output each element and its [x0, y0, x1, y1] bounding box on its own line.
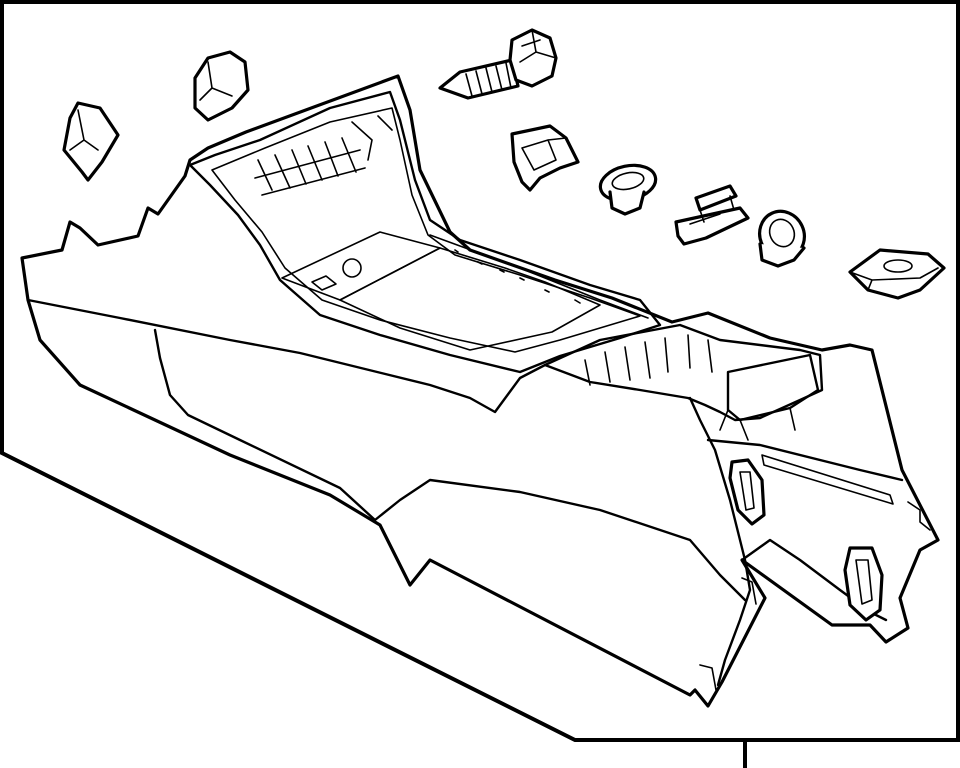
console-front-panel-contour	[153, 328, 747, 602]
clip-left-outline	[62, 101, 120, 182]
console-top-tray-rim	[188, 90, 662, 374]
bracket-clip-detail	[521, 137, 567, 171]
bracket-clip-outline	[510, 124, 580, 192]
console-tray-ledge	[429, 234, 649, 319]
console-tray-hole	[342, 258, 362, 278]
retainer-clip	[674, 184, 750, 246]
diagram-frame	[0, 0, 960, 742]
nut-clip-outline	[848, 248, 946, 300]
console-tray-rail-holes	[454, 249, 581, 304]
retainer-clip-base	[674, 206, 750, 246]
side-panel-groove	[761, 454, 894, 505]
screw-threads	[465, 62, 512, 97]
nut-clip-detail	[849, 267, 939, 291]
retainer-clip-detail	[689, 195, 735, 225]
grommet-upper-hole	[611, 171, 645, 191]
console-rear-compartment-ribs	[584, 334, 713, 386]
clip-upper-outline	[193, 50, 250, 122]
grommet-upper	[598, 163, 658, 216]
grommet-lower	[758, 209, 806, 268]
console-body-outline	[20, 74, 940, 708]
side-panel-slot-upper-inner	[739, 471, 755, 511]
clip-upper-detail	[199, 61, 233, 101]
side-panel-slot-lower-inner	[855, 559, 873, 605]
console-tray-square-slot	[311, 275, 337, 291]
side-panel-tabs	[699, 501, 931, 691]
grommet-lower-hole	[768, 218, 796, 248]
clip-upper	[193, 50, 250, 122]
screw	[438, 28, 558, 100]
console-front-rear-edge	[688, 396, 752, 687]
console-body	[20, 74, 940, 708]
nut-clip	[848, 248, 946, 300]
side-panel-slot-lower	[843, 546, 884, 622]
console-tray-ribs	[254, 115, 393, 196]
console-side-panel	[699, 438, 931, 691]
grommet-lower-body	[758, 242, 806, 268]
console-tray-floor-right	[339, 247, 601, 351]
console-lower-front-curve	[39, 339, 331, 496]
screw-head	[508, 28, 558, 88]
nut-clip-hole	[883, 259, 913, 273]
clip-left-detail	[69, 109, 99, 151]
console-top-tray-inner-rim	[211, 107, 641, 353]
side-panel-slot-upper	[728, 458, 766, 526]
bracket-clip	[510, 124, 580, 192]
console-rear-tray-lip-detail	[719, 407, 796, 441]
screw-head-facets	[519, 29, 557, 63]
clip-left	[62, 101, 120, 182]
retainer-clip-top	[694, 184, 738, 212]
console-rear-compartment	[543, 323, 824, 422]
grommet-upper-body	[608, 190, 646, 216]
side-panel-inner-edge	[706, 438, 904, 482]
console-front-edge	[26, 298, 547, 414]
